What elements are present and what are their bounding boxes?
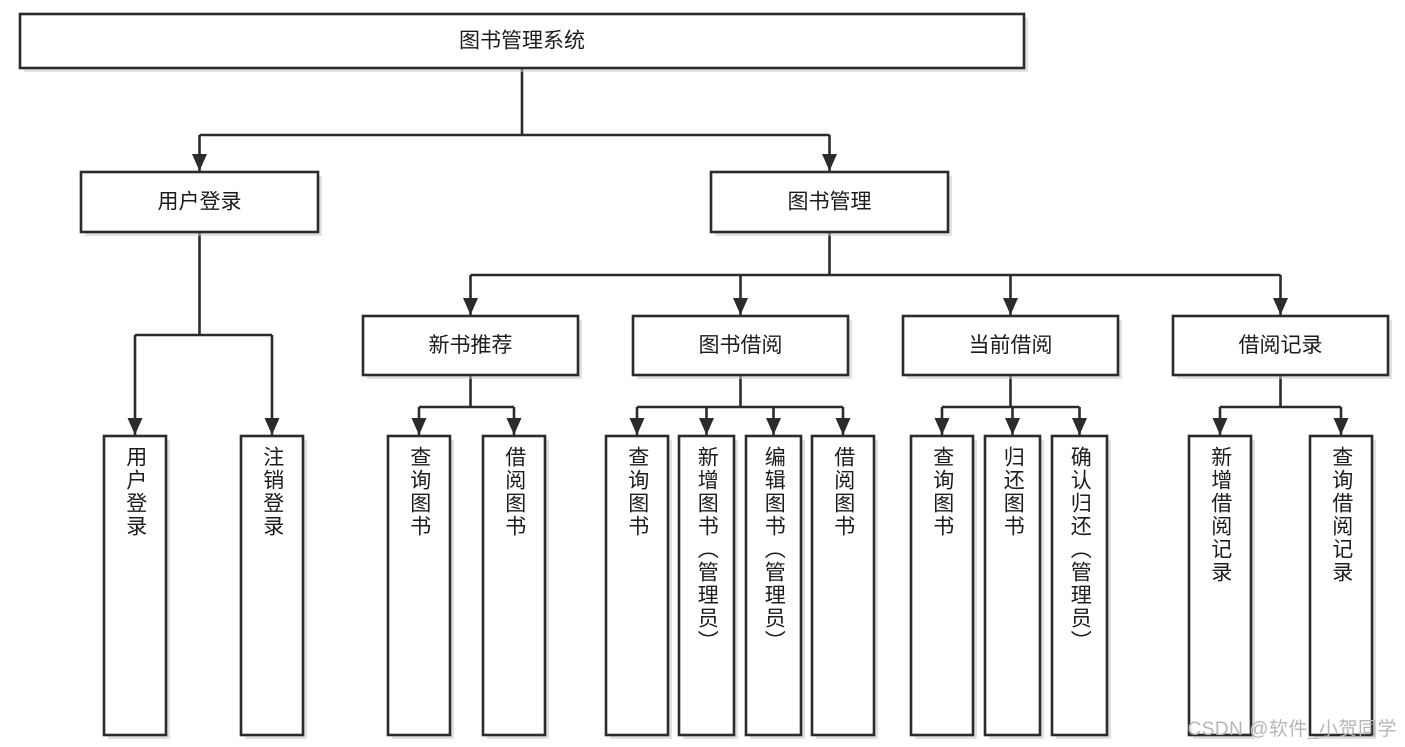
leaf-node-box-0[interactable] (102, 434, 168, 737)
leaf-node-4-label-wrap: 查询图书 (606, 446, 668, 725)
leaf-node-0-label-wrap: 用户登录 (104, 446, 166, 725)
level3-node-box-1[interactable] (631, 314, 850, 377)
level2-node-box-0[interactable] (79, 170, 320, 234)
arrow-level3-1-to-leaf-0 (629, 418, 645, 435)
level2-node-0-label: 用户登录 (158, 191, 242, 214)
leaf-node-2-label-wrap: 查询图书 (388, 446, 450, 725)
leaf-node-1-label-wrap: 注销登录 (241, 446, 303, 725)
leaf-node-10-label-wrap: 确认归还（管理员） (1052, 446, 1107, 725)
leaf-node-2-label: 查询图书 (407, 446, 431, 538)
level3-node-box-3[interactable] (1171, 314, 1390, 377)
leaf-node-1-label: 注销登录 (260, 446, 284, 538)
csdn-watermark: CSDN @软件_小贺同学 (1187, 719, 1397, 740)
leaf-node-box-4[interactable] (604, 434, 670, 737)
leaf-node-6-label-wrap: 编辑图书（管理员） (746, 446, 801, 725)
leaf-node-12-label-wrap: 查询借阅记录 (1310, 446, 1372, 725)
leaf-node-box-7[interactable] (810, 434, 876, 737)
level3-node-1-label: 图书借阅 (699, 334, 783, 357)
leaf-node-11-label-wrap: 新增借阅记录 (1189, 446, 1251, 725)
leaf-node-4-label: 查询图书 (625, 446, 649, 538)
root-node-label: 图书管理系统 (459, 30, 585, 53)
leaf-node-box-3[interactable] (481, 434, 547, 737)
leaf-node-9-label-wrap: 归还图书 (985, 446, 1040, 725)
leaf-node-10-label: 确认归还（管理员） (1068, 446, 1092, 653)
leaf-node-12-label: 查询借阅记录 (1329, 446, 1353, 584)
leaf-node-7-label-wrap: 借阅图书 (812, 446, 874, 725)
root-node-box[interactable] (18, 12, 1026, 70)
leaf-node-11-label: 新增借阅记录 (1208, 446, 1232, 584)
leaf-node-8-label-wrap: 查询图书 (911, 446, 973, 725)
arrow-level3-3-to-leaf-1 (1333, 418, 1349, 435)
leaf-node-box-10[interactable] (1050, 434, 1109, 737)
leaf-node-9-label: 归还图书 (1001, 446, 1025, 538)
leaf-node-0-label: 用户登录 (123, 446, 147, 538)
level3-node-0-label: 新书推荐 (429, 334, 513, 357)
leaf-node-box-2[interactable] (386, 434, 452, 737)
connectors-layer (127, 68, 1349, 435)
level2-node-box-1[interactable] (709, 170, 950, 234)
leaf-node-5-label: 新增图书（管理员） (695, 446, 719, 653)
arrow-level3-2-to-leaf-0 (934, 418, 950, 435)
level3-node-box-0[interactable] (361, 314, 580, 377)
arrow-root-to-level2-0 (192, 154, 207, 171)
node-boxes-layer (18, 12, 1390, 737)
arrow-level3-1-to-leaf-1 (699, 418, 714, 435)
arrow-level3-0-to-leaf-0 (411, 418, 427, 435)
leaf-node-3-label: 借阅图书 (502, 446, 526, 538)
arrow-level3-0-to-leaf-1 (506, 418, 522, 435)
level3-node-3-label: 借阅记录 (1239, 334, 1323, 357)
arrow-login-to-leaf-1 (264, 418, 280, 435)
arrow-mgr-to-level3-1 (733, 298, 748, 315)
arrow-mgr-to-level3-0 (463, 298, 478, 315)
arrow-level3-2-to-leaf-1 (1005, 418, 1020, 435)
arrow-level3-3-to-leaf-0 (1212, 418, 1228, 435)
leaf-node-8-label: 查询图书 (930, 446, 954, 538)
arrow-level3-1-to-leaf-2 (766, 418, 781, 435)
leaf-node-box-1[interactable] (239, 434, 305, 737)
leaf-node-box-9[interactable] (983, 434, 1042, 737)
leaf-node-7-label: 借阅图书 (831, 446, 855, 538)
leaf-node-box-6[interactable] (744, 434, 803, 737)
level3-node-box-2[interactable] (901, 314, 1120, 377)
leaf-node-box-5[interactable] (677, 434, 736, 737)
arrow-login-to-leaf-0 (127, 418, 143, 435)
leaf-node-6-label: 编辑图书（管理员） (762, 446, 786, 653)
arrow-mgr-to-level3-3 (1273, 298, 1288, 315)
arrow-level3-2-to-leaf-2 (1072, 418, 1087, 435)
leaf-node-3-label-wrap: 借阅图书 (483, 446, 545, 725)
leaf-node-box-12[interactable] (1308, 434, 1374, 737)
level2-node-1-label: 图书管理 (788, 191, 872, 214)
arrow-mgr-to-level3-2 (1003, 298, 1018, 315)
leaf-node-5-label-wrap: 新增图书（管理员） (679, 446, 734, 725)
level3-node-2-label: 当前借阅 (969, 334, 1053, 357)
arrow-level3-1-to-leaf-3 (835, 418, 851, 435)
arrow-root-to-level2-1 (822, 154, 837, 171)
leaf-node-box-11[interactable] (1187, 434, 1253, 737)
leaf-node-box-8[interactable] (909, 434, 975, 737)
